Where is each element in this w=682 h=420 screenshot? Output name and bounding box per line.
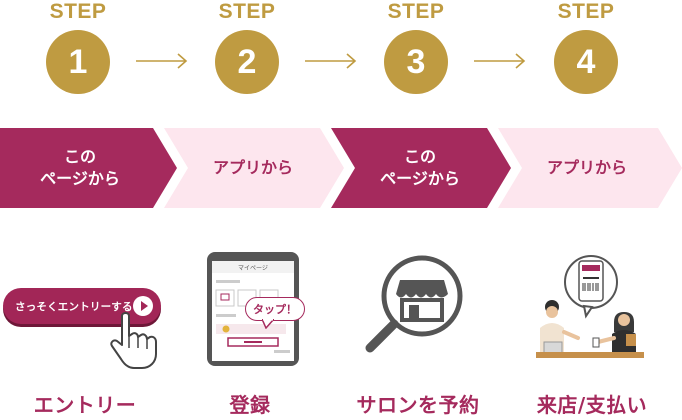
flow-chevron-3 xyxy=(331,128,511,208)
step-4: STEP 4 xyxy=(526,0,646,94)
step-title-reserve: サロンを予約 xyxy=(356,393,480,417)
flow-text-2: アプリから xyxy=(212,158,293,177)
step-number-circle: 4 xyxy=(554,30,618,94)
flow-chevron-4 xyxy=(498,128,682,208)
step-label: STEP xyxy=(49,0,107,23)
bubble-tail xyxy=(262,319,274,329)
entry-button[interactable]: さっそくエントリーする xyxy=(3,288,161,324)
salon-payment-illustration xyxy=(536,255,644,358)
hand-pointer-icon xyxy=(110,312,157,369)
step-title-visit-pay: 来店/支払い xyxy=(536,393,648,417)
step-number-circle: 3 xyxy=(384,30,448,94)
arrow-right-icon xyxy=(305,53,357,69)
arrow-right-icon xyxy=(474,53,526,69)
entry-button-label: さっそくエントリーする xyxy=(15,300,133,313)
flow-text-4: アプリから xyxy=(546,158,627,177)
step-2: STEP 2 xyxy=(187,0,307,94)
phone-header-text: マイページ xyxy=(238,265,268,272)
flow-text-1: この ページから xyxy=(40,147,120,188)
flow-chevron-1 xyxy=(0,128,177,208)
step-number-circle: 2 xyxy=(215,30,279,94)
step-1: STEP 1 xyxy=(18,0,138,94)
step-3: STEP 3 xyxy=(356,0,476,94)
step-number-circle: 1 xyxy=(46,30,110,94)
flow-text-3: この ページから xyxy=(380,147,460,188)
step-label: STEP xyxy=(557,0,615,23)
step-title-register: 登録 xyxy=(229,393,271,417)
play-icon xyxy=(133,296,153,316)
shop-icon xyxy=(396,280,448,322)
step-title-entry: エントリー xyxy=(33,393,137,417)
tap-bubble: タップ！ xyxy=(245,297,305,321)
shop-search-icon xyxy=(365,255,463,353)
step-label: STEP xyxy=(218,0,276,23)
step-label: STEP xyxy=(387,0,445,23)
arrow-right-icon xyxy=(136,53,188,69)
flow-chevron-2 xyxy=(164,128,344,208)
